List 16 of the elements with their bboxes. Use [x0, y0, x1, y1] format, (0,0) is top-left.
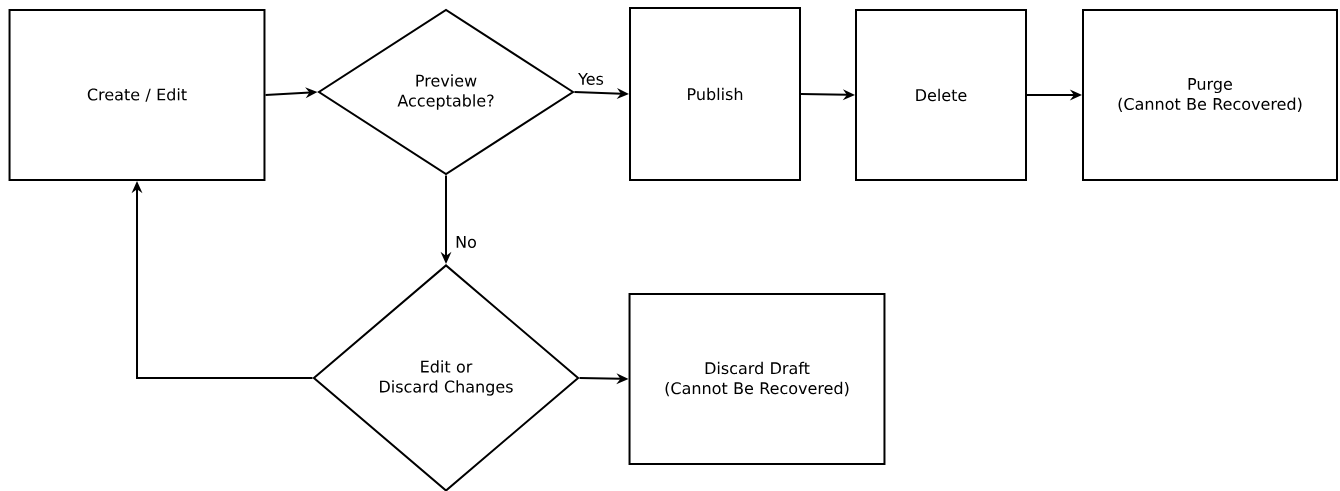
process-box: [8, 9, 266, 181]
node-label: Create / Edit: [87, 88, 187, 102]
process-box: [629, 7, 801, 181]
node-label: Delete: [916, 88, 967, 102]
node-label: Purge (Cannot Be Recovered): [1118, 78, 1302, 112]
decision-diamond: [312, 264, 580, 491]
node-label: Discard Draft (Cannot Be Recovered): [665, 361, 849, 397]
edge-label: Yes: [576, 71, 606, 87]
edge-label: No: [453, 234, 479, 250]
process-box: [855, 9, 1027, 181]
node-label: Publish: [688, 87, 743, 101]
decision-diamond: [317, 8, 575, 176]
process-box: [628, 293, 886, 465]
process-box: [1082, 9, 1338, 181]
node-label: Edit or Discard Changes: [380, 360, 513, 396]
node-label: Preview Acceptable?: [397, 74, 494, 110]
